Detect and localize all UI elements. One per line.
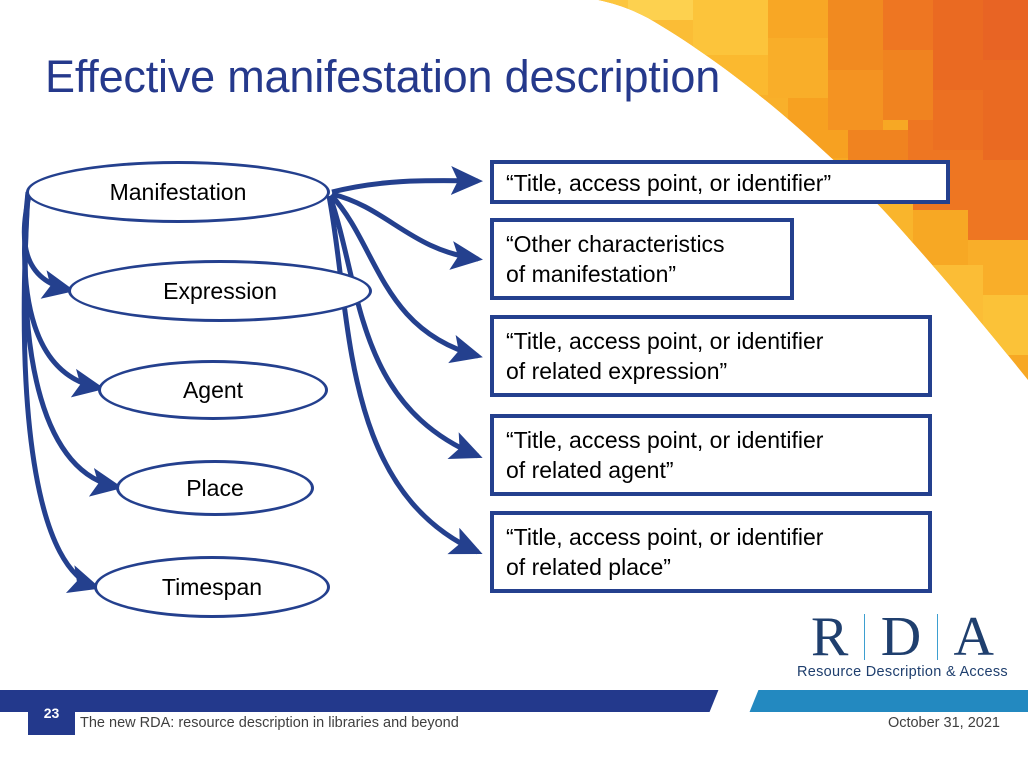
entity-agent[interactable]: Agent (98, 360, 328, 420)
entity-label: Place (186, 474, 244, 501)
entity-timespan[interactable]: Timespan (94, 556, 330, 618)
description-line-2: of related place” (506, 554, 671, 580)
description-line-2: of related agent” (506, 457, 674, 483)
footer-date-text: October 31, 2021 (887, 715, 1000, 731)
description-line-1: “Title, access point, or identifier” (506, 170, 832, 196)
description-line-2: of related expression” (506, 358, 728, 384)
footer-bar-navy (0, 690, 722, 712)
rda-logo-letter-a: A (953, 606, 994, 668)
slide-title: Effective manifestation description (45, 51, 721, 102)
description-box-other-characteristics[interactable]: “Other characteristics of manifestation” (490, 218, 794, 300)
rda-logo-letters: R D A (795, 608, 1010, 666)
rda-logo: R D A Resource Description & Access (795, 608, 1010, 686)
footer-bar-light-blue (735, 690, 1028, 712)
footer-accent-bar (0, 690, 1028, 712)
entity-expression[interactable]: Expression (68, 260, 372, 322)
description-box-related-place[interactable]: “Title, access point, or identifier of r… (490, 511, 932, 593)
entity-relationship-diagram: Manifestation Expression Agent Place Tim… (0, 150, 1028, 620)
description-box-manifestation-title[interactable]: “Title, access point, or identifier” (490, 160, 950, 204)
footer-title-text: The new RDA: resource description in lib… (80, 715, 459, 731)
description-line-1: “Other characteristics (506, 231, 725, 257)
description-line-1: “Title, access point, or identifier (506, 524, 824, 550)
rda-logo-letter-d: D (880, 606, 922, 668)
description-line-1: “Title, access point, or identifier (506, 427, 824, 453)
slide-number-badge: 23 (28, 690, 75, 735)
description-line-1: “Title, access point, or identifier (506, 328, 824, 354)
entity-label: Expression (163, 277, 277, 304)
entity-label: Manifestation (109, 178, 247, 205)
rda-logo-letter-r: R (811, 606, 849, 668)
entity-label: Agent (182, 376, 244, 403)
entity-place[interactable]: Place (116, 460, 314, 516)
description-box-related-expression[interactable]: “Title, access point, or identifier of r… (490, 315, 932, 397)
entity-label: Timespan (161, 573, 263, 600)
description-line-2: of manifestation” (506, 261, 677, 287)
entity-manifestation[interactable]: Manifestation (26, 161, 330, 223)
rda-logo-tagline: Resource Description & Access (797, 664, 1008, 680)
right-fan-arrows (326, 166, 483, 555)
description-box-related-agent[interactable]: “Title, access point, or identifier of r… (490, 414, 932, 496)
left-fan-arrows (21, 191, 123, 593)
connector-arrows (21, 166, 483, 593)
